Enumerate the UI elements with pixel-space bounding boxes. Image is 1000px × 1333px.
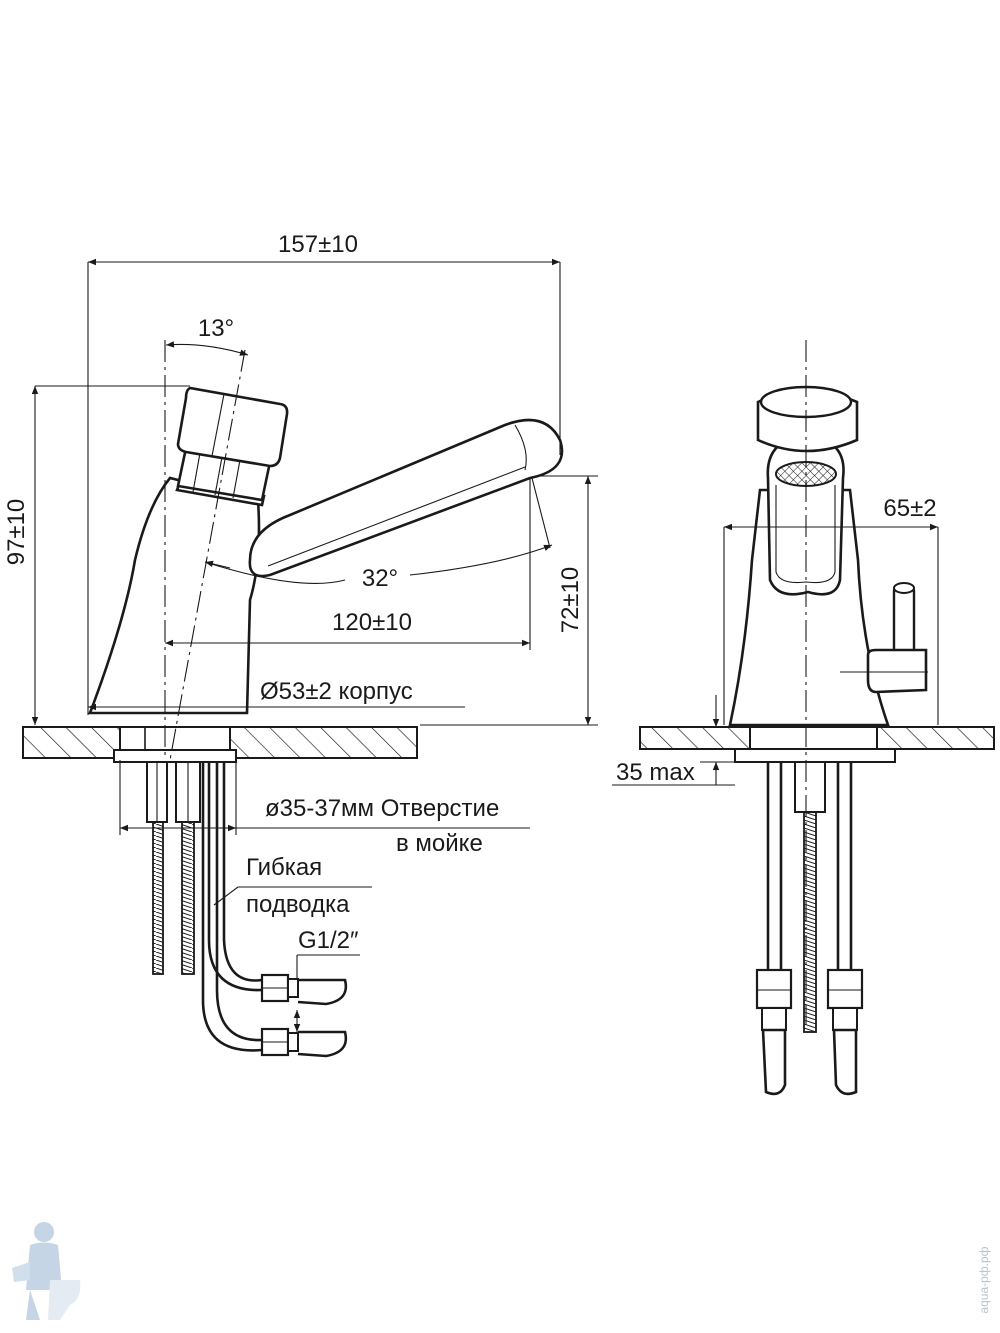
hole-diameter-label-1: ø35-37мм Отверстие <box>265 795 499 822</box>
countertop-side <box>639 726 995 763</box>
hose-callout: Гибкая подводка <box>213 854 372 918</box>
mounting-studs <box>146 761 201 975</box>
push-button-front <box>175 386 289 507</box>
body-diameter-label: Ø53±2 корпус <box>260 678 413 705</box>
hole-diameter-label-2: в мойке <box>396 830 483 857</box>
dim-hole-diameter: ø35-37мм Отверстие в мойке <box>119 760 530 857</box>
hoses-side <box>755 761 864 1096</box>
spout-reach-label: 120±10 <box>332 609 412 636</box>
countertop-front <box>22 726 418 763</box>
hose-label-1: Гибкая <box>246 854 322 881</box>
dim-body-diameter: Ø53±2 корпус <box>88 678 465 713</box>
dim-spout-angle: 32° <box>204 477 553 592</box>
thread-label: G1/2″ <box>298 927 359 954</box>
dim-height: 97±10 <box>3 385 190 725</box>
hose-label-2: подводка <box>246 891 350 918</box>
site-watermark: аqua-рф.рф <box>977 1246 991 1313</box>
push-button-side <box>756 385 859 453</box>
side-width-label: 65±2 <box>883 495 936 522</box>
dim-side-width: 65±2 <box>723 495 939 725</box>
dim-spout-reach: 120±10 <box>165 478 531 650</box>
faucet-body-front <box>88 476 261 715</box>
handle-angle-label: 13° <box>198 315 234 342</box>
dim-handle-angle: 13° <box>165 315 249 356</box>
dim-overall-length: 157±10 <box>87 231 561 715</box>
spout-angle-label: 32° <box>362 565 398 592</box>
dim-counter-thickness: 35 max <box>612 695 735 786</box>
thread-callout: G1/2″ <box>293 927 360 1032</box>
spout-front <box>248 418 564 578</box>
dim-spout-height: 72±10 <box>420 475 598 726</box>
plumber-logo-icon <box>12 1222 81 1320</box>
side-view: 65±2 35 max <box>612 340 995 1096</box>
counter-thickness-label: 35 max <box>616 759 695 786</box>
lever-side <box>840 582 928 694</box>
front-view: 157±10 13° 97±10 32° 120±10 <box>3 231 598 1058</box>
spout-height-label: 72±10 <box>557 567 584 634</box>
height-label: 97±10 <box>3 499 30 566</box>
flexible-hoses-front <box>201 762 348 1058</box>
overall-length-label: 157±10 <box>278 231 358 258</box>
